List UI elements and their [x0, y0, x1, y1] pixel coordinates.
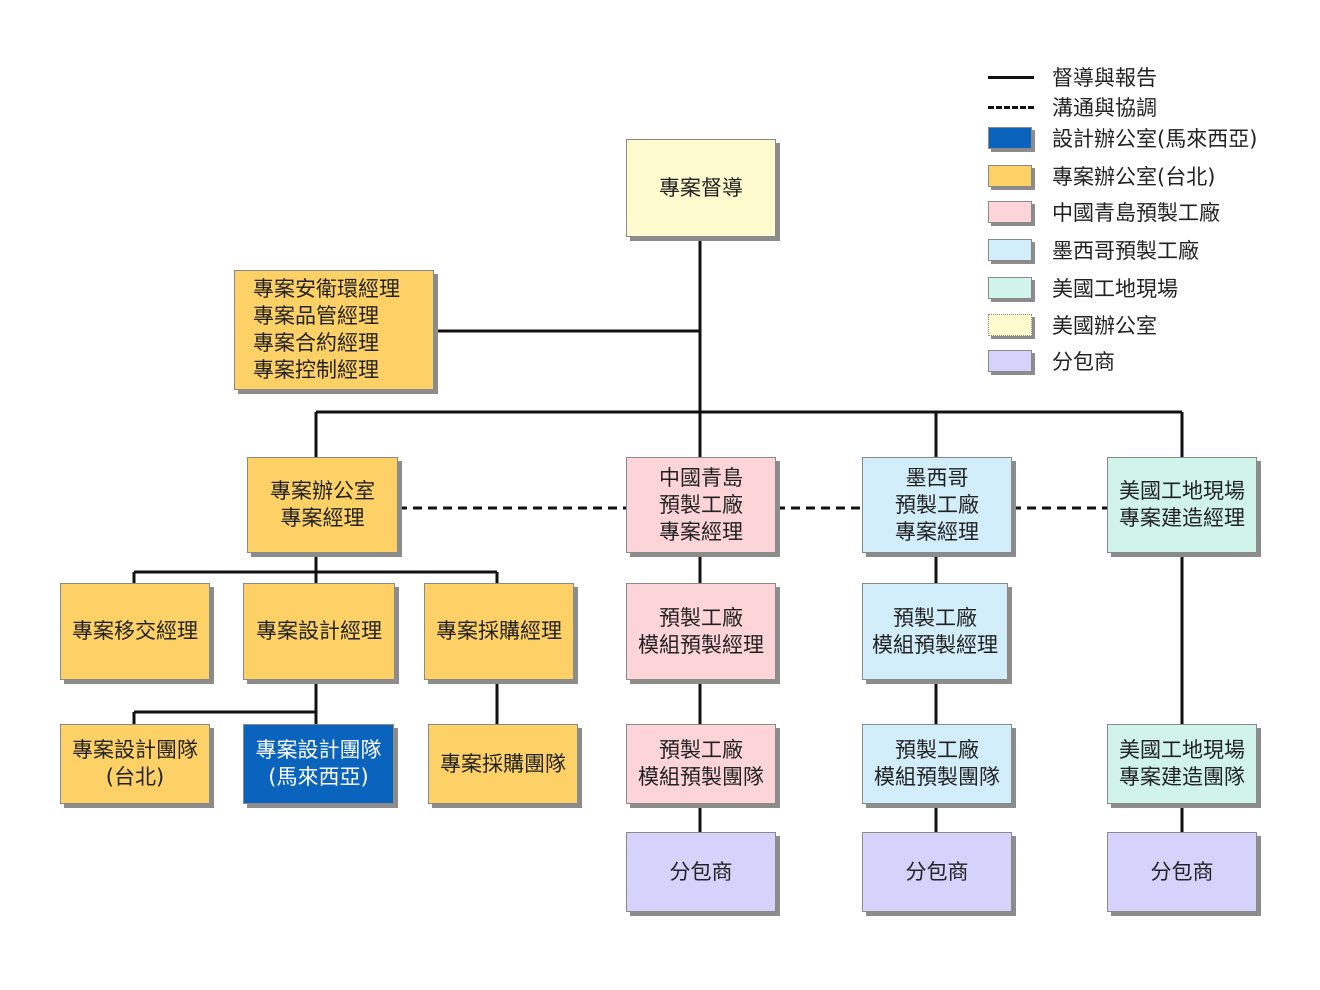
design-manager-box: 專案設計經理 [243, 583, 395, 680]
design-team-taipei-box: 專案設計團隊 (台北) [60, 724, 210, 804]
legend-color-swatch [988, 165, 1032, 187]
procurement-team-box: 專案採購團隊 [428, 724, 578, 804]
legend-label: 中國青島預製工廠 [1052, 201, 1220, 225]
usa-site-team-box: 美國工地現場 專案建造團隊 [1107, 724, 1257, 804]
mexico-pm-box: 墨西哥 預製工廠 專案經理 [862, 457, 1012, 553]
legend-label: 墨西哥預製工廠 [1052, 239, 1199, 263]
legend-item: 墨西哥預製工廠 [988, 235, 1199, 265]
legend-item: 督導與報告 [988, 62, 1157, 92]
legend-item: 美國工地現場 [988, 273, 1178, 303]
legend-item: 分包商 [988, 346, 1115, 376]
legend-color-swatch [988, 314, 1032, 336]
legend-color-swatch [988, 127, 1032, 149]
china-module-team-box: 預製工廠 模組預製團隊 [626, 724, 776, 804]
legend-item: 中國青島預製工廠 [988, 197, 1220, 227]
usa-site-manager-box: 美國工地現場 專案建造經理 [1107, 457, 1257, 553]
legend-color-swatch [988, 350, 1032, 372]
project-office-pm-box: 專案辦公室 專案經理 [247, 457, 398, 553]
legend-label: 督導與報告 [1052, 66, 1157, 90]
legend-color-swatch [988, 239, 1032, 261]
legend-item: 溝通與協調 [988, 92, 1157, 122]
legend-solid-line-swatch [988, 75, 1034, 79]
legend-item: 美國辦公室 [988, 310, 1157, 340]
china-subcontractor-box: 分包商 [626, 832, 776, 912]
handover-manager-box: 專案移交經理 [60, 583, 210, 680]
legend-label: 專案辦公室(台北) [1052, 165, 1216, 189]
legend-item: 設計辦公室(馬來西亞) [988, 123, 1257, 153]
legend-dashed-line-swatch [988, 105, 1034, 109]
legend-item: 專案辦公室(台北) [988, 161, 1215, 191]
legend-label: 分包商 [1052, 350, 1115, 374]
managers-box: 專案安衛環經理 專案品管經理 專案合約經理 專案控制經理 [234, 270, 434, 390]
mexico-subcontractor-box: 分包商 [862, 832, 1012, 912]
usa-subcontractor-box: 分包商 [1107, 832, 1257, 912]
legend-label: 溝通與協調 [1052, 96, 1157, 120]
china-pm-box: 中國青島 預製工廠 專案經理 [626, 457, 776, 553]
legend-label: 美國工地現場 [1052, 277, 1178, 301]
legend-label: 設計辦公室(馬來西亞) [1052, 127, 1258, 151]
legend-label: 美國辦公室 [1052, 314, 1157, 338]
china-module-manager-box: 預製工廠 模組預製經理 [626, 583, 776, 680]
design-team-malaysia-box: 專案設計團隊 (馬來西亞) [243, 724, 394, 804]
mexico-module-team-box: 預製工廠 模組預製團隊 [862, 724, 1012, 804]
supervision-box: 專案督導 [626, 139, 776, 237]
legend-color-swatch [988, 201, 1032, 223]
legend-color-swatch [988, 277, 1032, 299]
procurement-manager-box: 專案採購經理 [424, 583, 574, 680]
mexico-module-manager-box: 預製工廠 模組預製經理 [862, 583, 1008, 680]
